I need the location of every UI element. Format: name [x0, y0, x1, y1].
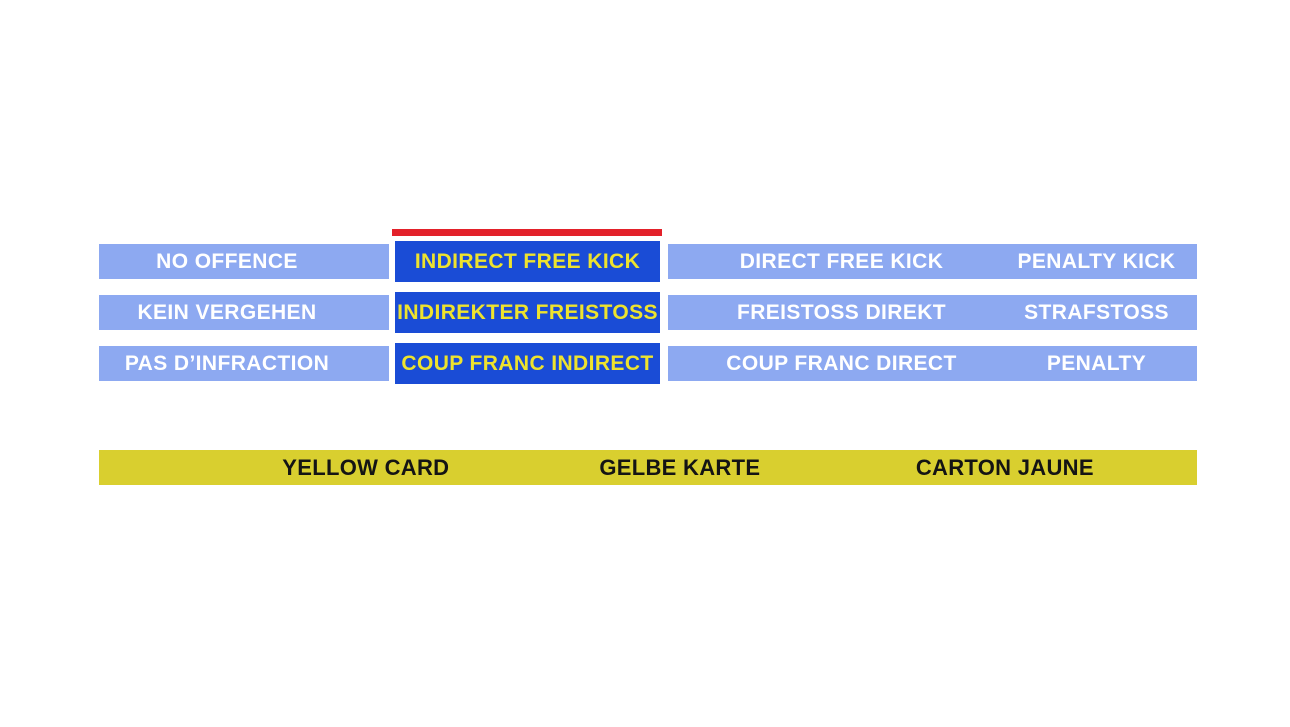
column-gap [660, 295, 668, 330]
option-direct-free-kick-fr[interactable]: COUP FRANC DIRECT [726, 352, 957, 375]
column-gap [660, 346, 668, 381]
option-penalty-kick-en[interactable]: PENALTY KICK [1017, 250, 1176, 273]
right-options-bar-fr: COUP FRANC DIRECT PENALTY [668, 346, 1197, 381]
option-penalty-kick-de[interactable]: STRAFSTOSS [1024, 301, 1169, 324]
selected-column-indicator-bar [392, 229, 662, 236]
yellow-card-label-de: GELBE KARTE [599, 455, 761, 480]
decision-row-french: PAS D’INFRACTION COUP FRANC INDIRECT COU… [99, 343, 1197, 384]
option-direct-free-kick-de[interactable]: FREISTOSS DIREKT [736, 301, 947, 324]
yellow-card-label-fr: CARTON JAUNE [915, 455, 1094, 480]
option-penalty-kick-fr[interactable]: PENALTY [1046, 352, 1147, 375]
option-no-offence-en[interactable]: NO OFFENCE [99, 244, 389, 279]
option-indirect-free-kick-de-selected[interactable]: INDIREKTER FREISTOSS [395, 292, 660, 333]
option-no-offence-fr[interactable]: PAS D’INFRACTION [99, 346, 389, 381]
option-indirect-free-kick-en-selected[interactable]: INDIRECT FREE KICK [395, 241, 660, 282]
right-options-bar-de: FREISTOSS DIREKT STRAFSTOSS [668, 295, 1197, 330]
option-no-offence-de[interactable]: KEIN VERGEHEN [99, 295, 389, 330]
decision-row-english: NO OFFENCE INDIRECT FREE KICK DIRECT FRE… [99, 241, 1197, 282]
yellow-card-option-bar[interactable]: YELLOW CARD GELBE KARTE CARTON JAUNE [99, 450, 1197, 485]
right-options-bar-en: DIRECT FREE KICK PENALTY KICK [668, 244, 1197, 279]
decision-row-german: KEIN VERGEHEN INDIREKTER FREISTOSS FREIS… [99, 292, 1197, 333]
column-gap [660, 244, 668, 279]
option-direct-free-kick-en[interactable]: DIRECT FREE KICK [739, 250, 944, 273]
yellow-card-label-en: YELLOW CARD [282, 455, 450, 480]
option-indirect-free-kick-fr-selected[interactable]: COUP FRANC INDIRECT [395, 343, 660, 384]
